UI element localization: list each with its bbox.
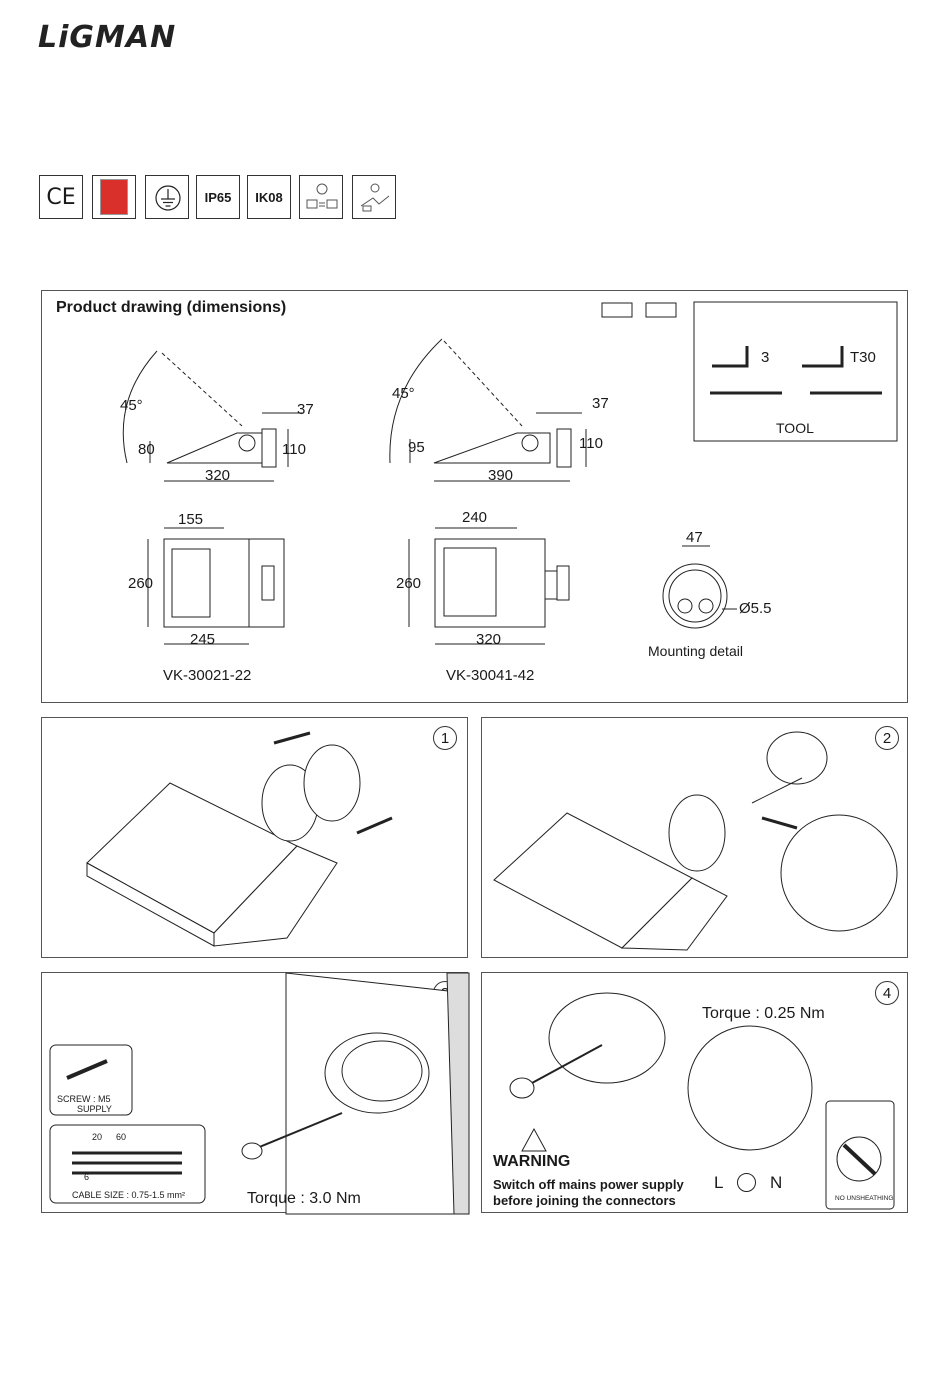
- dim-height-mount-b: 110: [579, 435, 603, 452]
- strip-length-c: 6: [84, 1172, 90, 1182]
- strip-length-a: 20: [92, 1132, 103, 1142]
- dim-height-front-a: 80: [138, 441, 155, 458]
- step-4-illustration: [509, 992, 895, 1210]
- step-2-illustration: [493, 731, 898, 951]
- step-3-panel: 3 SCREW : M5 SUPPLY 20 60 6 CABLE SIZE :…: [41, 972, 470, 1215]
- ip-rating-icon: IP65: [196, 175, 240, 219]
- panel-title: Product drawing (dimensions): [56, 299, 287, 316]
- cert-label: CE: [46, 184, 76, 210]
- terminal-neutral: N: [770, 1173, 783, 1192]
- model-a-drawings: [122, 301, 898, 645]
- dim-length-a: 320: [205, 467, 231, 484]
- dim-angle-b: 45°: [392, 385, 415, 402]
- dim-side-a: 260: [128, 575, 154, 592]
- torque-label: Torque : 3.0 Nm: [247, 1190, 361, 1207]
- quality-badge-icon: [92, 175, 136, 219]
- dim-mount-width: 47: [686, 529, 703, 546]
- cable-size: CABLE SIZE : 0.75-1.5 mm²: [72, 1190, 186, 1200]
- step-3-illustration: [49, 972, 470, 1215]
- dim-bottom-width-b: 320: [476, 631, 502, 648]
- warning-title: WARNING: [493, 1153, 571, 1170]
- screw-supply: SUPPLY: [77, 1104, 112, 1114]
- torque-label: Torque : 0.25 Nm: [702, 1005, 825, 1022]
- strip-length-b: 60: [116, 1132, 127, 1142]
- dim-height-front-b: 95: [408, 439, 425, 456]
- brand-logo: LiGMAN: [38, 20, 177, 55]
- dim-angle-a: 45°: [120, 397, 143, 414]
- tool-hex-size: 3: [761, 349, 770, 366]
- dim-top-width-b: 240: [462, 509, 488, 526]
- ik-rating-icon: IK08: [247, 175, 291, 219]
- step-4-panel: 4 Torque : 0.25 Nm WARNING Switch off ma…: [481, 972, 908, 1213]
- no-unsheathing-label: NO UNSHEATHING: [835, 1195, 894, 1202]
- terminal-earth-icon: [737, 1173, 756, 1192]
- step-1-illustration: [86, 731, 393, 947]
- dim-bottom-width-a: 245: [190, 631, 216, 648]
- driver-replace-icon: [299, 175, 343, 219]
- tool-label: TOOL: [776, 420, 814, 436]
- step-number: 1: [433, 726, 457, 750]
- warning-line-2: before joining the connectors: [493, 1193, 676, 1208]
- dim-length-b: 390: [488, 467, 514, 484]
- cert-label: IP65: [204, 189, 232, 205]
- terminal-live: L: [714, 1173, 724, 1192]
- step-number: 2: [875, 726, 899, 750]
- model-b-name: VK-30041-42: [446, 667, 535, 684]
- lamp-replace-icon: [352, 175, 396, 219]
- screw-label: SCREW : M5: [57, 1094, 111, 1104]
- mounting-label: Mounting detail: [648, 643, 743, 659]
- product-drawing-panel: Product drawing (dimensions): [41, 290, 908, 703]
- ce-mark-icon: CE: [39, 175, 83, 219]
- dim-height-mount-a: 110: [282, 441, 306, 458]
- dim-side-b: 260: [396, 575, 422, 592]
- warning-line-1: Switch off mains power supply: [493, 1177, 684, 1192]
- dim-top-width-a: 155: [178, 511, 204, 528]
- tool-torx-size: T30: [850, 349, 876, 366]
- model-a-name: VK-30021-22: [163, 667, 252, 684]
- dim-hole: Ø5.5: [739, 600, 772, 617]
- cert-label: IK08: [255, 189, 283, 205]
- step-1-panel: 1: [41, 717, 468, 958]
- earth-ground-icon: [145, 175, 189, 219]
- dim-depth-mount-a: 37: [297, 401, 314, 418]
- step-2-panel: 2: [481, 717, 908, 958]
- step-number: 4: [875, 981, 899, 1005]
- dim-depth-mount-b: 37: [592, 395, 609, 412]
